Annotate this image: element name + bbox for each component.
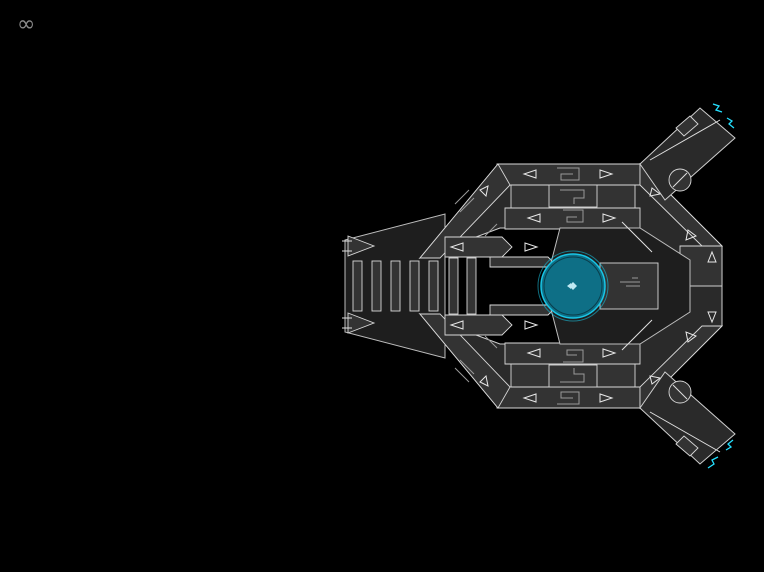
- engine-ribs: [352, 257, 477, 315]
- electric-spark-icon: [707, 439, 734, 469]
- infinity-icon: ∞: [17, 12, 36, 37]
- reactor-core[interactable]: [537, 250, 609, 322]
- direction-arrow-icon: [599, 393, 614, 403]
- direction-arrow-icon: [685, 229, 698, 241]
- direction-arrow-icon: [649, 187, 662, 197]
- reactor-core-icon: [567, 282, 577, 290]
- direction-arrow-icon: [649, 375, 662, 385]
- direction-arrow-icon: [524, 242, 539, 252]
- engine-section: [342, 213, 477, 359]
- upper-hull: [418, 162, 724, 325]
- direction-arrow-icon: [449, 320, 464, 330]
- direction-arrow-icon: [522, 169, 537, 179]
- cannon-top: [639, 103, 736, 201]
- cannon-bottom: [639, 371, 736, 469]
- direction-arrow-icon: [602, 213, 617, 223]
- direction-arrows: [449, 169, 717, 403]
- direction-arrow-icon: [602, 348, 617, 358]
- direction-arrow-icon: [526, 348, 541, 358]
- direction-arrow-icon: [479, 374, 489, 387]
- rear-emitter-top: [347, 235, 376, 257]
- direction-arrow-icon: [524, 320, 539, 330]
- rear-emitter-bottom: [347, 312, 376, 334]
- electric-spark-icon: [712, 103, 735, 129]
- direction-arrow-icon: [449, 242, 464, 252]
- direction-arrow-icon: [685, 331, 698, 343]
- direction-arrow-icon: [522, 393, 537, 403]
- direction-arrow-icon: [599, 169, 614, 179]
- direction-arrow-icon: [707, 250, 717, 263]
- direction-arrow-icon: [707, 311, 717, 324]
- direction-arrow-icon: [479, 185, 489, 198]
- direction-arrow-icon: [526, 213, 541, 223]
